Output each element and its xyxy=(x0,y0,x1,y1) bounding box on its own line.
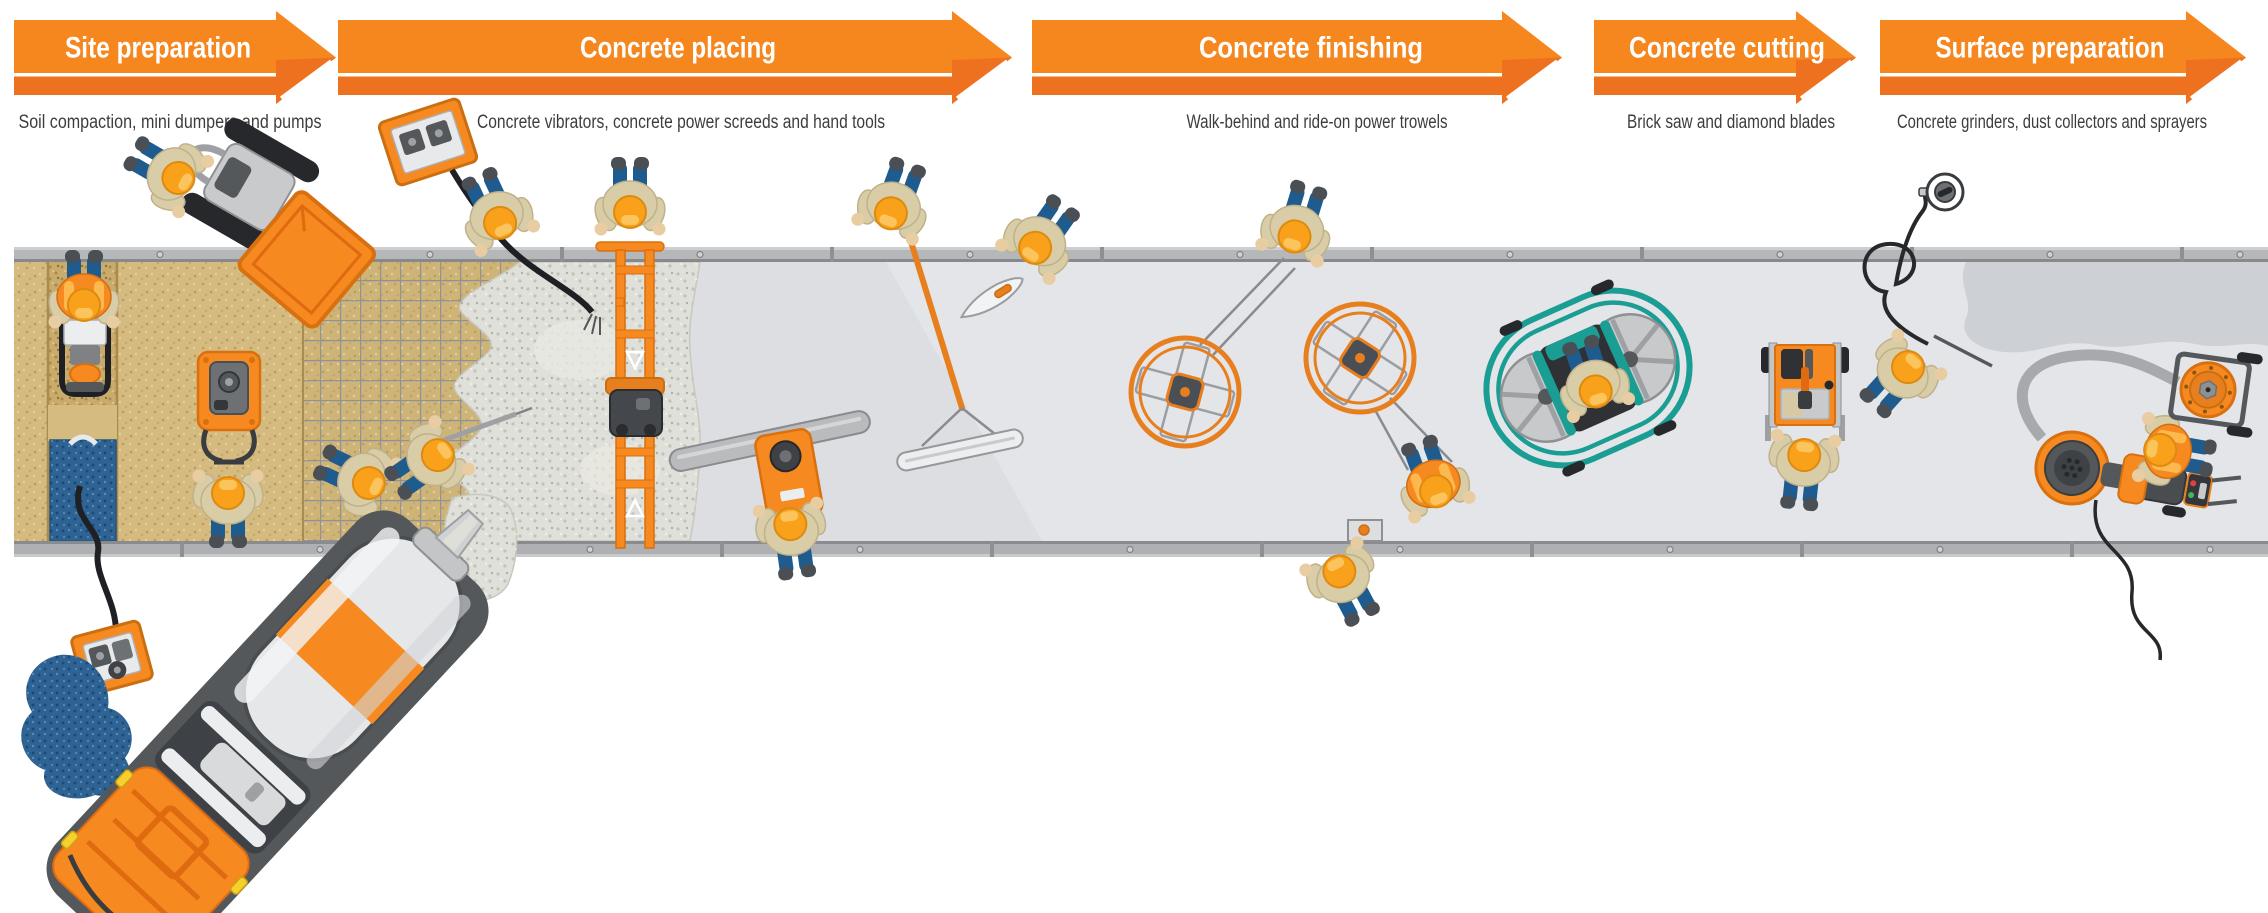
bottom-rail xyxy=(14,541,2268,557)
site-preparation-zone xyxy=(21,115,376,799)
concrete-mixer-truck-icon xyxy=(46,508,489,913)
stage-title: Concrete finishing xyxy=(1199,32,1423,65)
concrete-placing-zone xyxy=(301,97,871,585)
stage-title: Site preparation xyxy=(65,32,251,65)
water-pool-icon xyxy=(21,654,132,799)
hose-reel-icon xyxy=(1918,172,1965,212)
trench-water-icon xyxy=(49,434,117,542)
stage-title: Surface preparation xyxy=(1936,32,2165,65)
stage-arrow-concrete-cutting: Concrete cutting Brick saw and diamond b… xyxy=(1594,11,1856,133)
top-rail xyxy=(14,247,2268,262)
dust-hose xyxy=(2016,349,2181,442)
roller-screed-icon xyxy=(668,410,871,534)
formwork-rails-icon xyxy=(14,247,2268,557)
vibrator-hose-tip xyxy=(583,313,601,335)
cured-concrete-patch-icon xyxy=(1962,262,2268,353)
bull-float-icon xyxy=(896,229,1024,472)
immersion-vibrator-icon xyxy=(443,411,517,443)
hand-trowel-icon xyxy=(959,277,1024,319)
stage-subtitle: Walk-behind and ride-on power trowels xyxy=(1187,112,1448,133)
stage-subtitle: Concrete grinders, dust collectors and s… xyxy=(1897,112,2207,133)
edging-tool-icon xyxy=(1347,519,1383,542)
stage-arrow-concrete-finishing: Concrete finishing Walk-behind and ride-… xyxy=(1032,11,1562,133)
stage-subtitle: Soil compaction, mini dumpers and pumps xyxy=(19,112,322,133)
stage-arrow-surface-preparation: Surface preparation Concrete grinders, d… xyxy=(1880,11,2246,133)
stage-title: Concrete placing xyxy=(580,32,776,65)
power-screed-icon xyxy=(595,241,665,549)
plate-compactor-icon xyxy=(196,350,262,465)
submersible-pump-icon xyxy=(68,434,98,446)
brick-saw-icon xyxy=(1761,342,1849,441)
mixer-chute-icon xyxy=(434,508,485,560)
stage-subtitle: Brick saw and diamond blades xyxy=(1627,112,1835,133)
vibrator-hose-icon xyxy=(449,168,595,314)
spray-wand xyxy=(1933,334,1993,368)
pump-cable xyxy=(75,485,119,633)
stage-arrow-site-preparation: Site preparation Soil compaction, mini d… xyxy=(14,11,336,133)
concrete-finishing-zone xyxy=(845,147,1693,640)
stage-arrow-concrete-placing: Concrete placing Concrete vibrators, con… xyxy=(338,11,1012,133)
sprayer-hose xyxy=(1862,190,1929,346)
vibrator-power-unit-icon xyxy=(377,97,479,187)
concrete-cutting-zone xyxy=(1758,342,1849,515)
dust-collector-icon xyxy=(2168,351,2263,438)
stage-banner: Site preparation Soil compaction, mini d… xyxy=(14,11,2246,133)
stage-title: Concrete cutting xyxy=(1629,32,1825,65)
stage-subtitle: Concrete vibrators, concrete power scree… xyxy=(477,112,885,133)
surface-preparation-zone xyxy=(1841,172,2263,661)
rammer-compactor-icon xyxy=(59,318,111,397)
power-cord xyxy=(2093,499,2162,661)
